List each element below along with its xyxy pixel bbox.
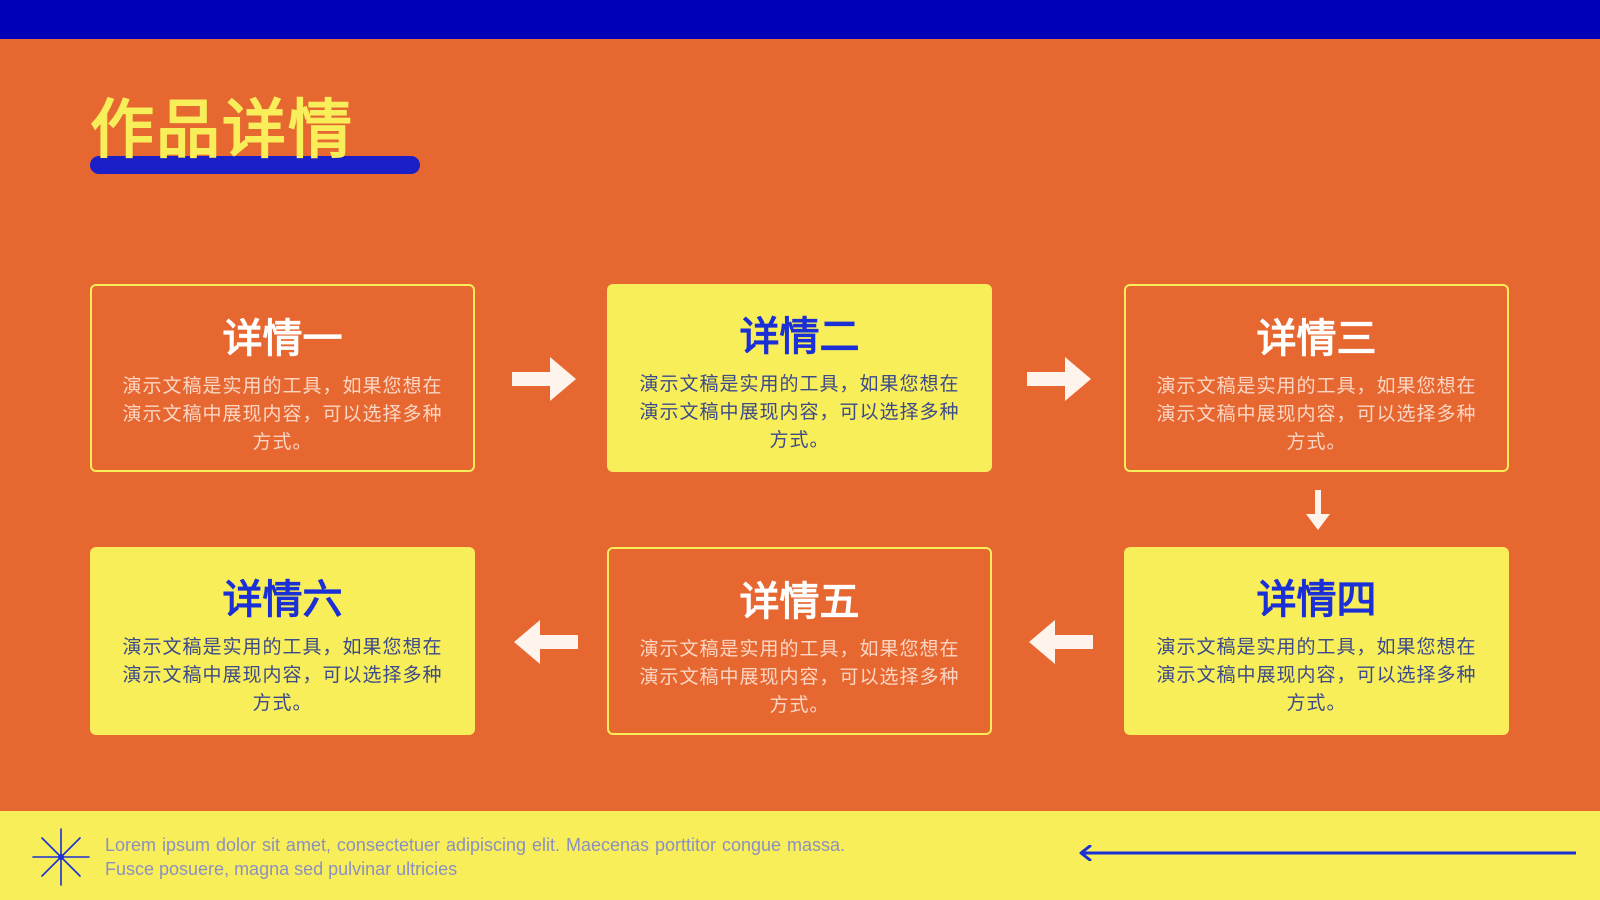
card-detail-2: 详情二 演示文稿是实用的工具，如果您想在演示文稿中展现内容，可以选择多种方式。 (607, 284, 992, 472)
card-text: 演示文稿是实用的工具，如果您想在演示文稿中展现内容，可以选择多种方式。 (639, 373, 960, 451)
card-detail-5: 详情五 演示文稿是实用的工具，如果您想在演示文稿中展现内容，可以选择多种方式。 (607, 547, 992, 735)
star-icon (32, 828, 90, 886)
card-title: 详情一 (222, 316, 343, 362)
card-detail-4: 详情四 演示文稿是实用的工具，如果您想在演示文稿中展现内容，可以选择多种方式。 (1124, 547, 1509, 735)
card-text: 演示文稿是实用的工具，如果您想在演示文稿中展现内容，可以选择多种方式。 (639, 638, 960, 716)
footer-bar: Lorem ipsum dolor sit amet, consectetuer… (0, 811, 1600, 900)
card-title: 详情五 (739, 579, 860, 625)
card-detail-1: 详情一 演示文稿是实用的工具，如果您想在演示文稿中展现内容，可以选择多种方式。 (90, 284, 475, 472)
card-title: 详情二 (739, 314, 860, 360)
title-block: 作品详情 (90, 92, 420, 174)
top-bar (0, 0, 1600, 39)
card-title: 详情三 (1256, 316, 1377, 362)
card-text: 演示文稿是实用的工具，如果您想在演示文稿中展现内容，可以选择多种方式。 (1156, 636, 1477, 714)
card-detail-3: 详情三 演示文稿是实用的工具，如果您想在演示文稿中展现内容，可以选择多种方式。 (1124, 284, 1509, 472)
card-title: 详情四 (1256, 577, 1377, 623)
arrow-left-icon (1029, 620, 1093, 664)
arrow-left-icon (514, 620, 578, 664)
card-title: 详情六 (222, 577, 343, 623)
arrow-right-icon (1027, 357, 1091, 401)
card-text: 演示文稿是实用的工具，如果您想在演示文稿中展现内容，可以选择多种方式。 (122, 636, 443, 714)
page-title: 作品详情 (90, 94, 354, 168)
card-text: 演示文稿是实用的工具，如果您想在演示文稿中展现内容，可以选择多种方式。 (122, 375, 443, 453)
title-underline (90, 156, 420, 174)
arrow-right-icon (512, 357, 576, 401)
footer-text: Lorem ipsum dolor sit amet, consectetuer… (105, 835, 845, 879)
card-text: 演示文稿是实用的工具，如果您想在演示文稿中展现内容，可以选择多种方式。 (1156, 375, 1477, 453)
card-detail-6: 详情六 演示文稿是实用的工具，如果您想在演示文稿中展现内容，可以选择多种方式。 (90, 547, 475, 735)
long-arrow-left-icon (1079, 845, 1576, 861)
arrow-down-icon (1306, 490, 1330, 530)
